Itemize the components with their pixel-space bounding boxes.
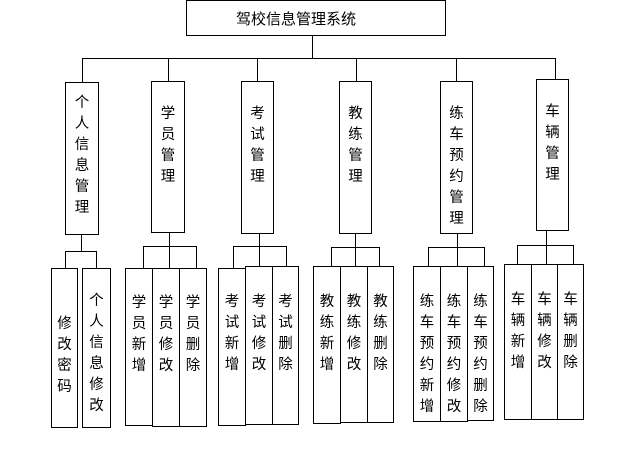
sub-branch-6 [517,245,573,246]
function-label: 个人信息修改 [89,293,104,414]
function-change-password: 修改密码 [51,268,78,428]
module-label: 考试管理 [250,106,265,185]
sub-branch-1 [65,251,97,252]
stem-module-1 [82,58,83,82]
function-label: 学员新增 [131,295,147,374]
function-booking-add: 练车预约新增 [413,266,441,422]
function-label: 教练新增 [319,294,335,373]
sub-drop [457,247,458,266]
module-student: 学员管理 [151,81,185,233]
sub-drop [517,245,518,264]
function-vehicle-delete: 车辆删除 [557,264,584,420]
function-label: 教练修改 [346,294,362,373]
function-label: 练车预约新增 [419,294,435,415]
function-label: 考试修改 [251,294,267,373]
sub-stem-1 [81,235,82,251]
function-label: 考试删除 [278,294,293,373]
function-label: 车辆修改 [537,292,552,371]
function-vehicle-edit: 车辆修改 [531,264,558,420]
root-label: 驾校信息管理系统 [235,9,356,28]
sub-drop [331,247,332,266]
function-label: 练车预约删除 [473,294,488,415]
sub-drop [355,247,356,266]
sub-stem-6 [546,231,547,245]
sub-drop [259,246,260,266]
stem-module-5 [456,58,457,81]
stem-module-3 [257,58,258,81]
top-branch-line [82,58,556,59]
module-vehicle: 车辆管理 [536,79,569,231]
module-label: 个人信息管理 [74,95,90,216]
function-edit-personal-info: 个人信息修改 [82,268,111,428]
function-exam-delete: 考试删除 [272,266,299,425]
module-label: 教练管理 [348,106,363,185]
function-coach-delete: 教练删除 [367,266,394,423]
function-label: 车辆删除 [563,292,578,371]
function-exam-edit: 考试修改 [245,266,273,425]
root-stem [312,36,313,58]
sub-drop [484,247,485,266]
module-exam: 考试管理 [241,81,274,234]
function-booking-delete: 练车预约删除 [467,266,494,421]
module-coach: 教练管理 [339,81,372,234]
sub-stem-3 [259,234,260,246]
sub-drop [379,247,380,266]
sub-drop [546,245,547,264]
module-label: 车辆管理 [545,104,560,183]
function-label: 考试新增 [224,294,240,373]
function-label: 学员修改 [158,295,174,374]
function-label: 教练删除 [373,294,388,373]
sub-drop [428,247,429,266]
function-label: 修改密码 [57,316,72,395]
stem-module-2 [168,58,169,81]
function-label: 学员删除 [185,295,201,374]
function-coach-add: 教练新增 [313,266,341,424]
function-booking-edit: 练车预约修改 [440,266,468,422]
function-label: 练车预约修改 [446,294,462,415]
function-exam-add: 考试新增 [218,268,246,426]
module-practice-booking: 练车预约管理 [440,81,473,234]
sub-drop [286,246,287,266]
function-student-delete: 学员删除 [179,268,207,427]
function-student-add: 学员新增 [125,268,153,426]
function-vehicle-add: 车辆新增 [504,264,532,420]
sub-stem-4 [355,234,356,247]
function-student-edit: 学员修改 [152,268,180,427]
root-node: 驾校信息管理系统 [186,0,446,36]
function-label: 车辆新增 [510,292,526,371]
sub-stem-5 [457,234,458,247]
module-label: 练车预约管理 [449,106,464,227]
function-coach-edit: 教练修改 [340,266,368,423]
module-label: 学员管理 [160,106,176,185]
sub-drop [65,251,66,268]
module-personal-info: 个人信息管理 [65,82,99,235]
sub-branch-5 [428,247,484,248]
sub-drop [143,246,144,268]
stem-module-4 [356,58,357,81]
sub-drop [196,246,197,268]
stem-module-6 [555,58,556,79]
sub-stem-2 [169,233,170,246]
sub-drop [96,251,97,268]
sub-drop [573,245,574,264]
sub-drop [169,246,170,268]
sub-drop [233,246,234,268]
